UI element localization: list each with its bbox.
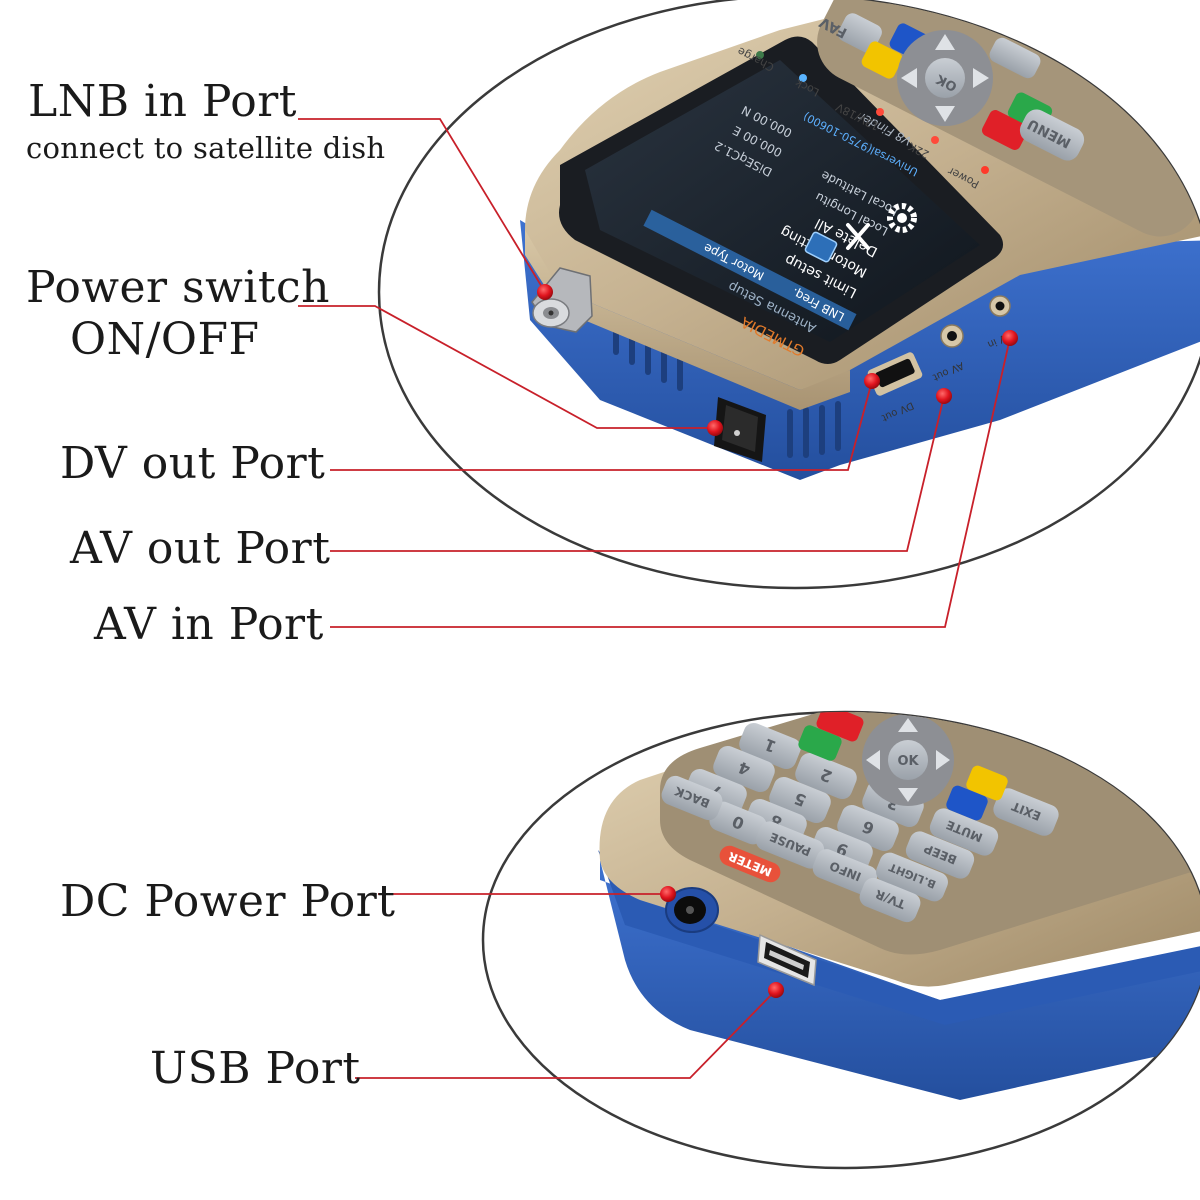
blue-key-bottom[interactable] [945, 784, 990, 822]
ok-key-bottom-label: OK [897, 754, 919, 769]
yellow-key-bottom[interactable] [965, 764, 1010, 802]
label-av-out: AV out Port [70, 523, 331, 574]
label-av-in: AV in Port [94, 599, 324, 650]
usb-port [757, 933, 817, 987]
label-power-onoff: ON/OFF [70, 314, 260, 365]
leader-av-out [330, 395, 945, 552]
power-switch[interactable] [714, 397, 766, 462]
menu-key[interactable] [1016, 105, 1088, 164]
label-power-switch: Power switch [26, 262, 331, 313]
leader-lnb-in [298, 118, 546, 293]
top-device-view: GTMEDIA Antenna Setup LNB Freq. Motor Ty… [377, 0, 1200, 590]
label-dc-power: DC Power Port [60, 876, 396, 927]
label-usb: USB Port [150, 1043, 361, 1094]
dot-lnb-in [537, 284, 553, 300]
leader-av-in [330, 337, 1011, 628]
yellow-key[interactable] [860, 39, 905, 80]
dc-power-jack [665, 887, 719, 933]
label-dv-out: DV out Port [60, 438, 326, 489]
bottom-keypad: 1 2 3 4 5 6 7 8 9 0 BACK PAUSE INFO MUTE… [661, 703, 1059, 923]
lcd-screen [585, 60, 980, 342]
dot-av-in [1002, 330, 1018, 346]
gear-icon [887, 203, 917, 233]
dot-power-switch [707, 420, 723, 436]
dot-dc-power [660, 886, 676, 902]
dot-av-out [936, 388, 952, 404]
callout-dots [537, 284, 1018, 998]
antenna-icon [804, 231, 838, 263]
label-lnb-in: LNB in Port [28, 76, 297, 127]
dot-dv-out [864, 373, 880, 389]
top-keypad: FAV MENU OK [817, 0, 1200, 237]
leader-lines [298, 118, 1011, 1079]
label-lnb-in-sub: connect to satellite dish [26, 131, 386, 165]
leader-dv-out [330, 380, 873, 471]
ok-key-bottom[interactable] [888, 740, 928, 780]
red-key-bottom[interactable] [815, 703, 866, 744]
lnb-connector [531, 267, 593, 333]
leader-power-switch [298, 305, 715, 429]
tools-icon [846, 223, 870, 250]
ok-key[interactable] [925, 58, 965, 98]
leader-usb [355, 989, 777, 1079]
bottom-device-view: 1 2 3 4 5 6 7 8 9 0 BACK PAUSE INFO MUTE… [481, 703, 1200, 1170]
key-fav[interactable] [835, 11, 884, 56]
dot-usb [768, 982, 784, 998]
green-key-bottom[interactable] [797, 723, 844, 762]
red-key[interactable] [980, 108, 1030, 152]
